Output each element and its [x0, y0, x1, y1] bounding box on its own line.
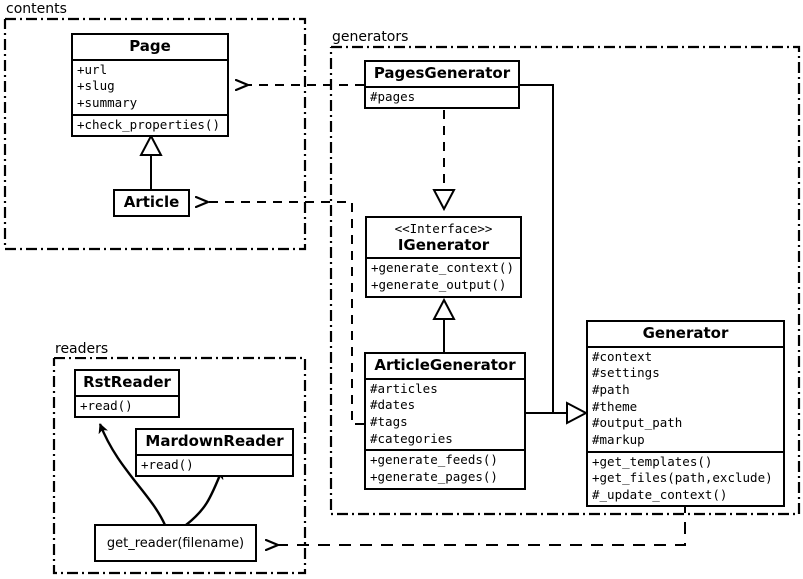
class-article-generator-attributes: #articles #dates #tags #categories — [366, 377, 524, 450]
relationship-pagesgenerator-realizes-igenerator — [432, 110, 456, 212]
attribute-settings: #settings — [592, 365, 660, 381]
class-generator[interactable]: Generator #context #settings #path #them… — [586, 320, 785, 508]
relationship-articlegenerator-generalizes-igenerator — [432, 297, 456, 353]
class-pages-generator-attributes: #pages — [366, 85, 518, 108]
class-generator-title: Generator — [642, 324, 729, 342]
class-article-generator-operations: +generate_feeds() +generate_pages() — [366, 449, 524, 487]
operation-rst-read: +read() — [80, 397, 133, 413]
attribute-tags: #tags — [370, 414, 408, 430]
class-page-title: Page — [129, 37, 171, 55]
relationship-getreader-calls-mardownreader — [185, 469, 224, 526]
class-igenerator[interactable]: <<Interface>> IGenerator +generate_conte… — [365, 216, 522, 298]
class-pages-generator-title: PagesGenerator — [373, 64, 511, 82]
class-mardown-reader-operations: +read() — [137, 453, 292, 476]
class-article-generator-title: ArticleGenerator — [374, 356, 516, 374]
package-label-generators: generators — [330, 29, 411, 45]
attribute-context: #context — [592, 348, 653, 364]
operation-mardown-read: +read() — [141, 456, 194, 472]
class-generator-attributes: #context #settings #path #theme #output_… — [588, 345, 783, 451]
attribute-categories: #categories — [370, 430, 453, 446]
class-article-title: Article — [123, 193, 180, 211]
class-page-operations: +check_properties() — [73, 113, 227, 136]
class-article[interactable]: Article — [113, 189, 190, 217]
relationship-article-generalizes-page — [139, 133, 163, 190]
operation-generate-output: +generate_output() — [371, 277, 507, 293]
class-article-generator[interactable]: ArticleGenerator #articles #dates #tags … — [364, 352, 526, 490]
attribute-path: #path — [592, 382, 630, 398]
operation-check-properties: +check_properties() — [77, 116, 220, 132]
operation-get-templates: +get_templates() — [592, 453, 713, 469]
attribute-summary: +summary — [77, 95, 138, 111]
relationship-articlegenerator-depends-article — [208, 202, 364, 425]
class-igenerator-title: <<Interface>> IGenerator — [367, 218, 520, 257]
package-label-readers: readers — [53, 341, 111, 357]
package-border-generators — [329, 45, 801, 516]
attribute-url: +url — [77, 61, 108, 77]
class-pages-generator[interactable]: PagesGenerator #pages — [364, 60, 520, 110]
attribute-theme: #theme — [592, 398, 638, 414]
class-igenerator-operations: +generate_context() +generate_output() — [367, 257, 520, 295]
operation-update-context: #_update_context() — [592, 486, 728, 502]
class-page[interactable]: Page +url +slug +summary +check_properti… — [71, 33, 229, 138]
attribute-dates: #dates — [370, 397, 416, 413]
package-border-contents — [3, 17, 307, 251]
operation-generate-feeds: +generate_feeds() — [370, 452, 498, 468]
node-get-reader[interactable]: get_reader(filename) — [94, 524, 257, 562]
class-generator-operations: +get_templates() +get_files(path,exclude… — [588, 450, 783, 506]
class-page-attributes: +url +slug +summary — [73, 58, 227, 114]
class-rst-reader-title: RstReader — [83, 373, 171, 391]
class-igenerator-name: IGenerator — [397, 235, 490, 254]
relationship-generator-depends-getreader — [278, 501, 686, 545]
attribute-pages: #pages — [370, 88, 416, 104]
package-label-contents: contents — [4, 1, 69, 17]
operation-generate-context: +generate_context() — [371, 260, 514, 276]
package-border-readers — [52, 356, 307, 575]
class-rst-reader-operations: +read() — [76, 394, 178, 417]
attribute-slug: +slug — [77, 78, 115, 94]
relationship-getreader-calls-rstreader — [98, 423, 167, 526]
relationship-articlegenerator-generalizes-generator — [526, 401, 589, 425]
class-rst-reader[interactable]: RstReader +read() — [74, 369, 180, 419]
operation-get-files: +get_files(path,exclude) — [592, 470, 773, 486]
operation-generate-pages: +generate_pages() — [370, 468, 498, 484]
class-mardown-reader-title: MardownReader — [145, 432, 284, 450]
attribute-markup: #markup — [592, 431, 645, 447]
attribute-output-path: #output_path — [592, 415, 683, 431]
class-mardown-reader[interactable]: MardownReader +read() — [135, 428, 294, 478]
class-igenerator-stereotype: <<Interface>> — [394, 221, 493, 236]
attribute-articles: #articles — [370, 380, 438, 396]
node-get-reader-label: get_reader(filename) — [106, 535, 245, 551]
